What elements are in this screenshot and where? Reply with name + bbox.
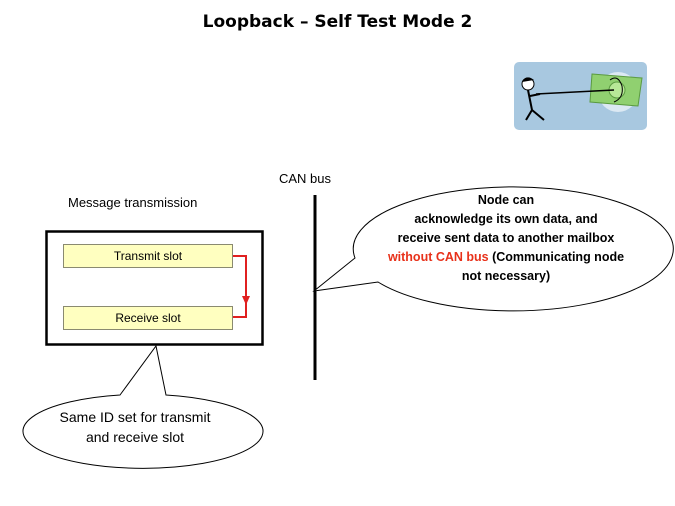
receive-slot: Receive slot (63, 306, 233, 330)
person-pulling-money-icon (514, 62, 647, 130)
node-callout-text: Node can acknowledge its own data, and r… (356, 191, 656, 286)
slide-title: Loopback – Self Test Mode 2 (202, 12, 473, 32)
node-callout-line-rest: (Communicating node (488, 250, 625, 264)
node-callout-line: Node can (477, 193, 535, 207)
can-bus-label: CAN bus (279, 171, 332, 186)
highlight-without-can-bus: without CAN bus (387, 250, 489, 264)
transmit-slot-label: Transmit slot (113, 249, 183, 263)
loopback-arrowhead-icon (242, 296, 250, 305)
node-callout-line: not necessary) (461, 269, 551, 283)
node-callout-bubble (312, 186, 674, 312)
loopback-arrow (233, 255, 247, 318)
id-callout-bubble (22, 344, 264, 469)
node-callout-line: acknowledge its own data, and (414, 212, 598, 226)
receive-slot-label: Receive slot (115, 311, 181, 325)
node-callout-line: without CAN bus (Communicating node (356, 248, 656, 267)
id-callout-text: Same ID set for transmit and receive slo… (20, 407, 250, 447)
transmit-slot: Transmit slot (63, 244, 233, 268)
id-callout-line: and receive slot (85, 429, 185, 445)
message-transmission-label: Message transmission (68, 195, 198, 210)
node-callout-line: receive sent data to another mailbox (397, 231, 615, 245)
id-callout-line: Same ID set for transmit (59, 409, 211, 425)
